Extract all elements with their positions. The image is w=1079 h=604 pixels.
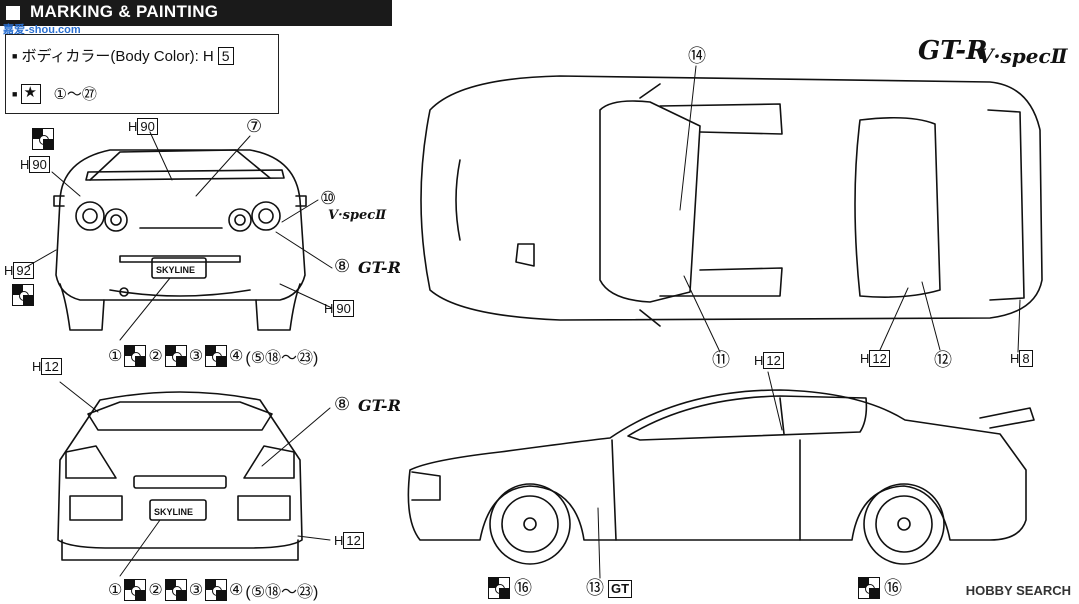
decal-marker-icon [205, 579, 228, 601]
decal-marker-icon [205, 345, 228, 367]
front-plate: SKYLINE [154, 507, 194, 517]
vspec-logo: V·specⅡ [978, 44, 1068, 68]
callout-8-rear: ⑧ [334, 256, 351, 276]
callout-10: ⑩ [320, 188, 337, 208]
hobby-search-logo: HOBBY SEARCH [965, 583, 1071, 598]
decal-marker-icon [164, 579, 187, 601]
body-color-value: 5 [217, 46, 234, 65]
gtr-badge-front: GT-R [358, 396, 401, 415]
decal-marker-icon [858, 577, 880, 599]
decal-range: ①～㉗ [53, 86, 97, 103]
decal-marker-icon [488, 577, 510, 599]
callout-11: ⑪ [712, 350, 730, 370]
callout-16-right: ⑯ [884, 578, 902, 598]
bullet-icon: ■ [12, 88, 18, 99]
top-view-drawing [420, 75, 1043, 327]
page-title: MARKING & PAINTING [30, 2, 219, 21]
callout-14: ⑭ [688, 46, 706, 66]
decal-marker-icon [164, 345, 187, 367]
callout-12: ⑫ [934, 350, 952, 370]
decal-marker-icon [32, 128, 54, 150]
front-view-drawing [57, 391, 303, 561]
callout-7: ⑦ [246, 116, 263, 136]
rear-decal-row: ① ② ③ ④ (⑤⑱～㉓) [108, 344, 318, 368]
rear-view-drawing [53, 149, 307, 331]
small-vspec-logo: V·specⅡ [328, 208, 387, 223]
decal-marker-icon [124, 345, 147, 367]
callout-16-left: ⑯ [514, 578, 532, 598]
body-color-label: ボディカラー(Body Color): H [21, 48, 214, 65]
decal-line: ■ ★ ①～㉗ [12, 83, 97, 104]
body-color-line: ■ ボディカラー(Body Color): H 5 [12, 45, 234, 66]
star-decal-icon: ★ [21, 83, 42, 104]
header-bar: MARKING & PAINTING [0, 0, 392, 26]
header-square-icon [6, 6, 20, 20]
callout-8-front: ⑧ [334, 394, 351, 414]
decal-marker-icon [12, 284, 34, 306]
front-decal-row: ① ② ③ ④ (⑤⑱～㉓) [108, 578, 318, 602]
leader-lines [27, 65, 1021, 579]
bullet-icon: ■ [12, 50, 18, 61]
side-view-drawing [407, 389, 1035, 565]
watermark: 嘉爱-shou.com [3, 24, 81, 36]
gtr-logo: GT-R [918, 36, 988, 66]
gt-badge: GT [608, 580, 633, 598]
decal-marker-icon [124, 579, 147, 601]
gtr-badge-rear: GT-R [358, 258, 401, 277]
rear-plate: SKYLINE [156, 265, 196, 275]
info-box: ■ ボディカラー(Body Color): H 5 ■ ★ ①～㉗ [5, 34, 279, 114]
callout-13: ⑬ [586, 578, 604, 598]
